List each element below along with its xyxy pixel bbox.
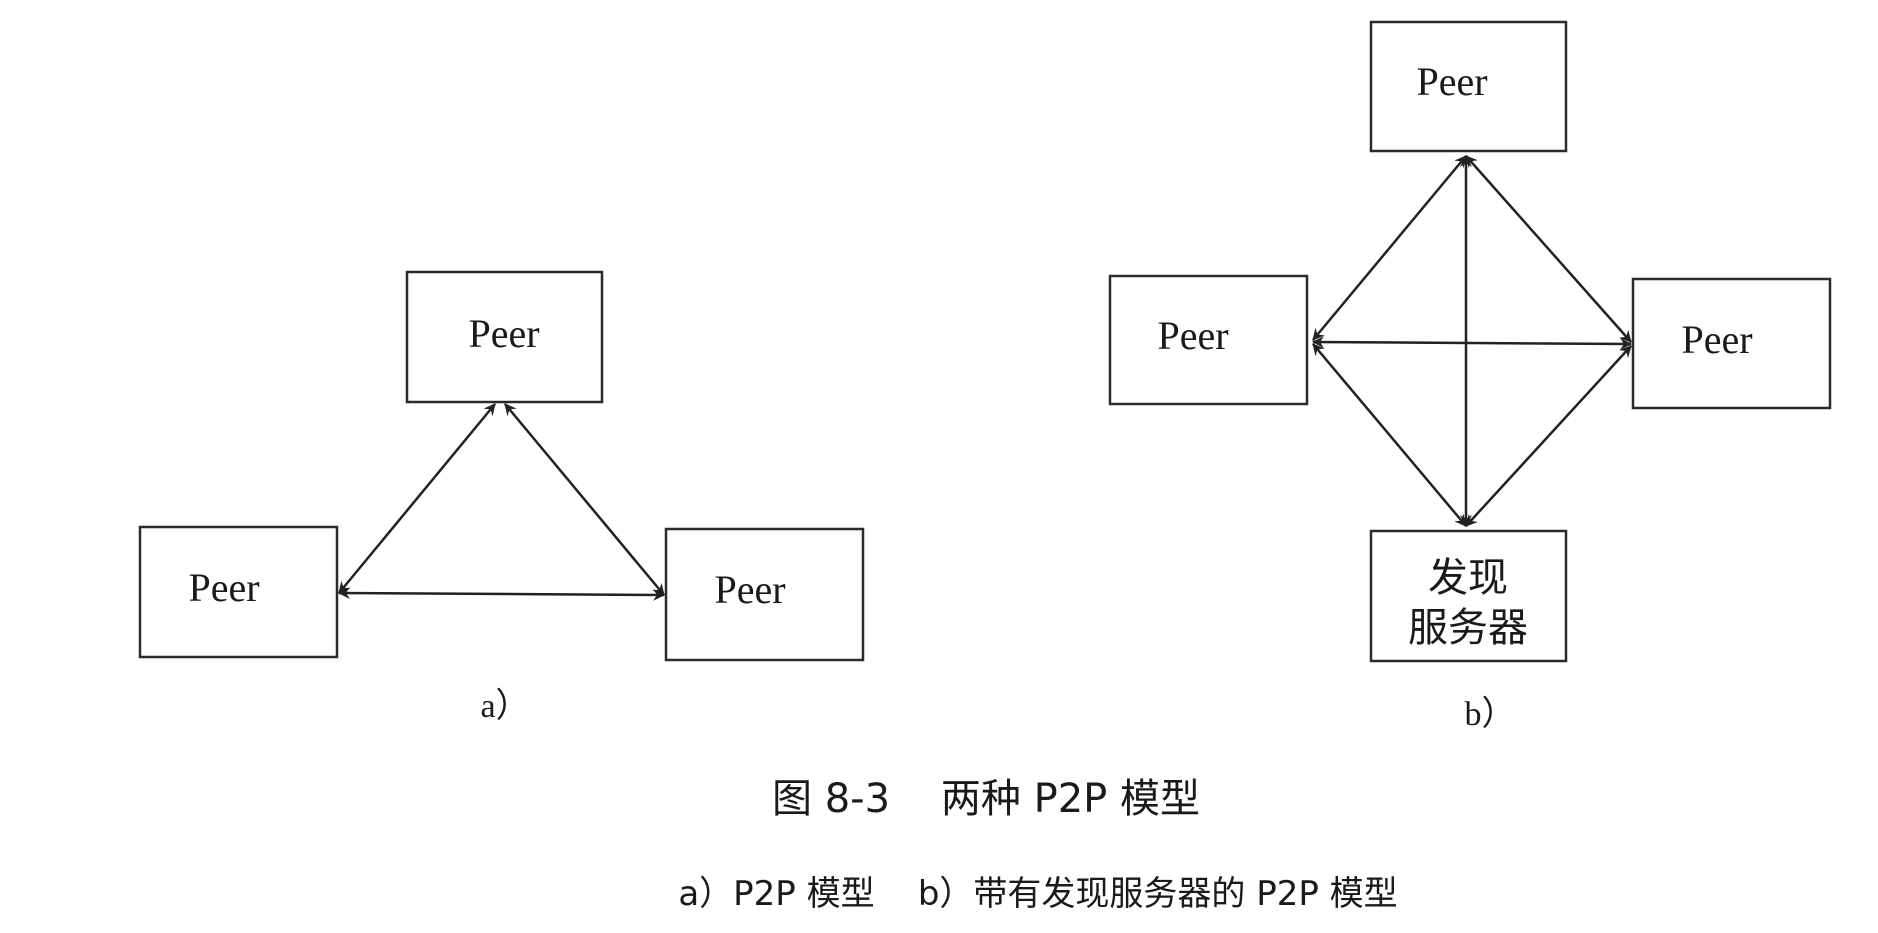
peer-node-b-right: Peer bbox=[1631, 277, 1832, 410]
edge-a-top-right bbox=[504, 403, 665, 596]
peer-node-a-left: Peer bbox=[138, 525, 339, 659]
discovery-server-label-line2: 服务器 bbox=[1408, 605, 1528, 651]
peer-label: Peer bbox=[188, 565, 259, 610]
diagram-a-label: a） bbox=[480, 687, 529, 725]
figure-caption-title: 图 8-3 两种 P2P 模型 bbox=[772, 776, 1200, 822]
edge-b-left-server bbox=[1312, 343, 1467, 527]
edge-a-left-right bbox=[338, 587, 665, 601]
discovery-server-label-line1: 发现 bbox=[1428, 555, 1508, 601]
edge-b-top-left bbox=[1312, 155, 1467, 341]
peer-label: Peer bbox=[714, 567, 785, 612]
edge-a-top-left bbox=[338, 403, 496, 594]
discovery-server-node: 发现 服务器 bbox=[1369, 529, 1568, 663]
figure-caption-subtitle: a）P2P 模型 b）带有发现服务器的 P2P 模型 bbox=[678, 874, 1397, 914]
edge-b-right-server bbox=[1465, 345, 1632, 527]
peer-node-a-right: Peer bbox=[664, 527, 865, 662]
peer-node-b-left: Peer bbox=[1108, 274, 1309, 406]
diagram-b-label: b） bbox=[1465, 695, 1516, 733]
peer-node-b-top: Peer bbox=[1369, 20, 1568, 153]
peer-label: Peer bbox=[1416, 59, 1487, 104]
diagram-b: Peer Peer Peer 发现 服务器 b） bbox=[1108, 20, 1832, 733]
edge-b-top-right bbox=[1465, 155, 1632, 343]
diagram-a: Peer Peer Peer a） bbox=[138, 270, 865, 725]
peer-label: Peer bbox=[1157, 313, 1228, 358]
peer-node-a-top: Peer bbox=[405, 270, 604, 404]
peer-label: Peer bbox=[1681, 317, 1752, 362]
peer-label: Peer bbox=[468, 311, 539, 356]
edge-b-left-right bbox=[1312, 336, 1632, 350]
